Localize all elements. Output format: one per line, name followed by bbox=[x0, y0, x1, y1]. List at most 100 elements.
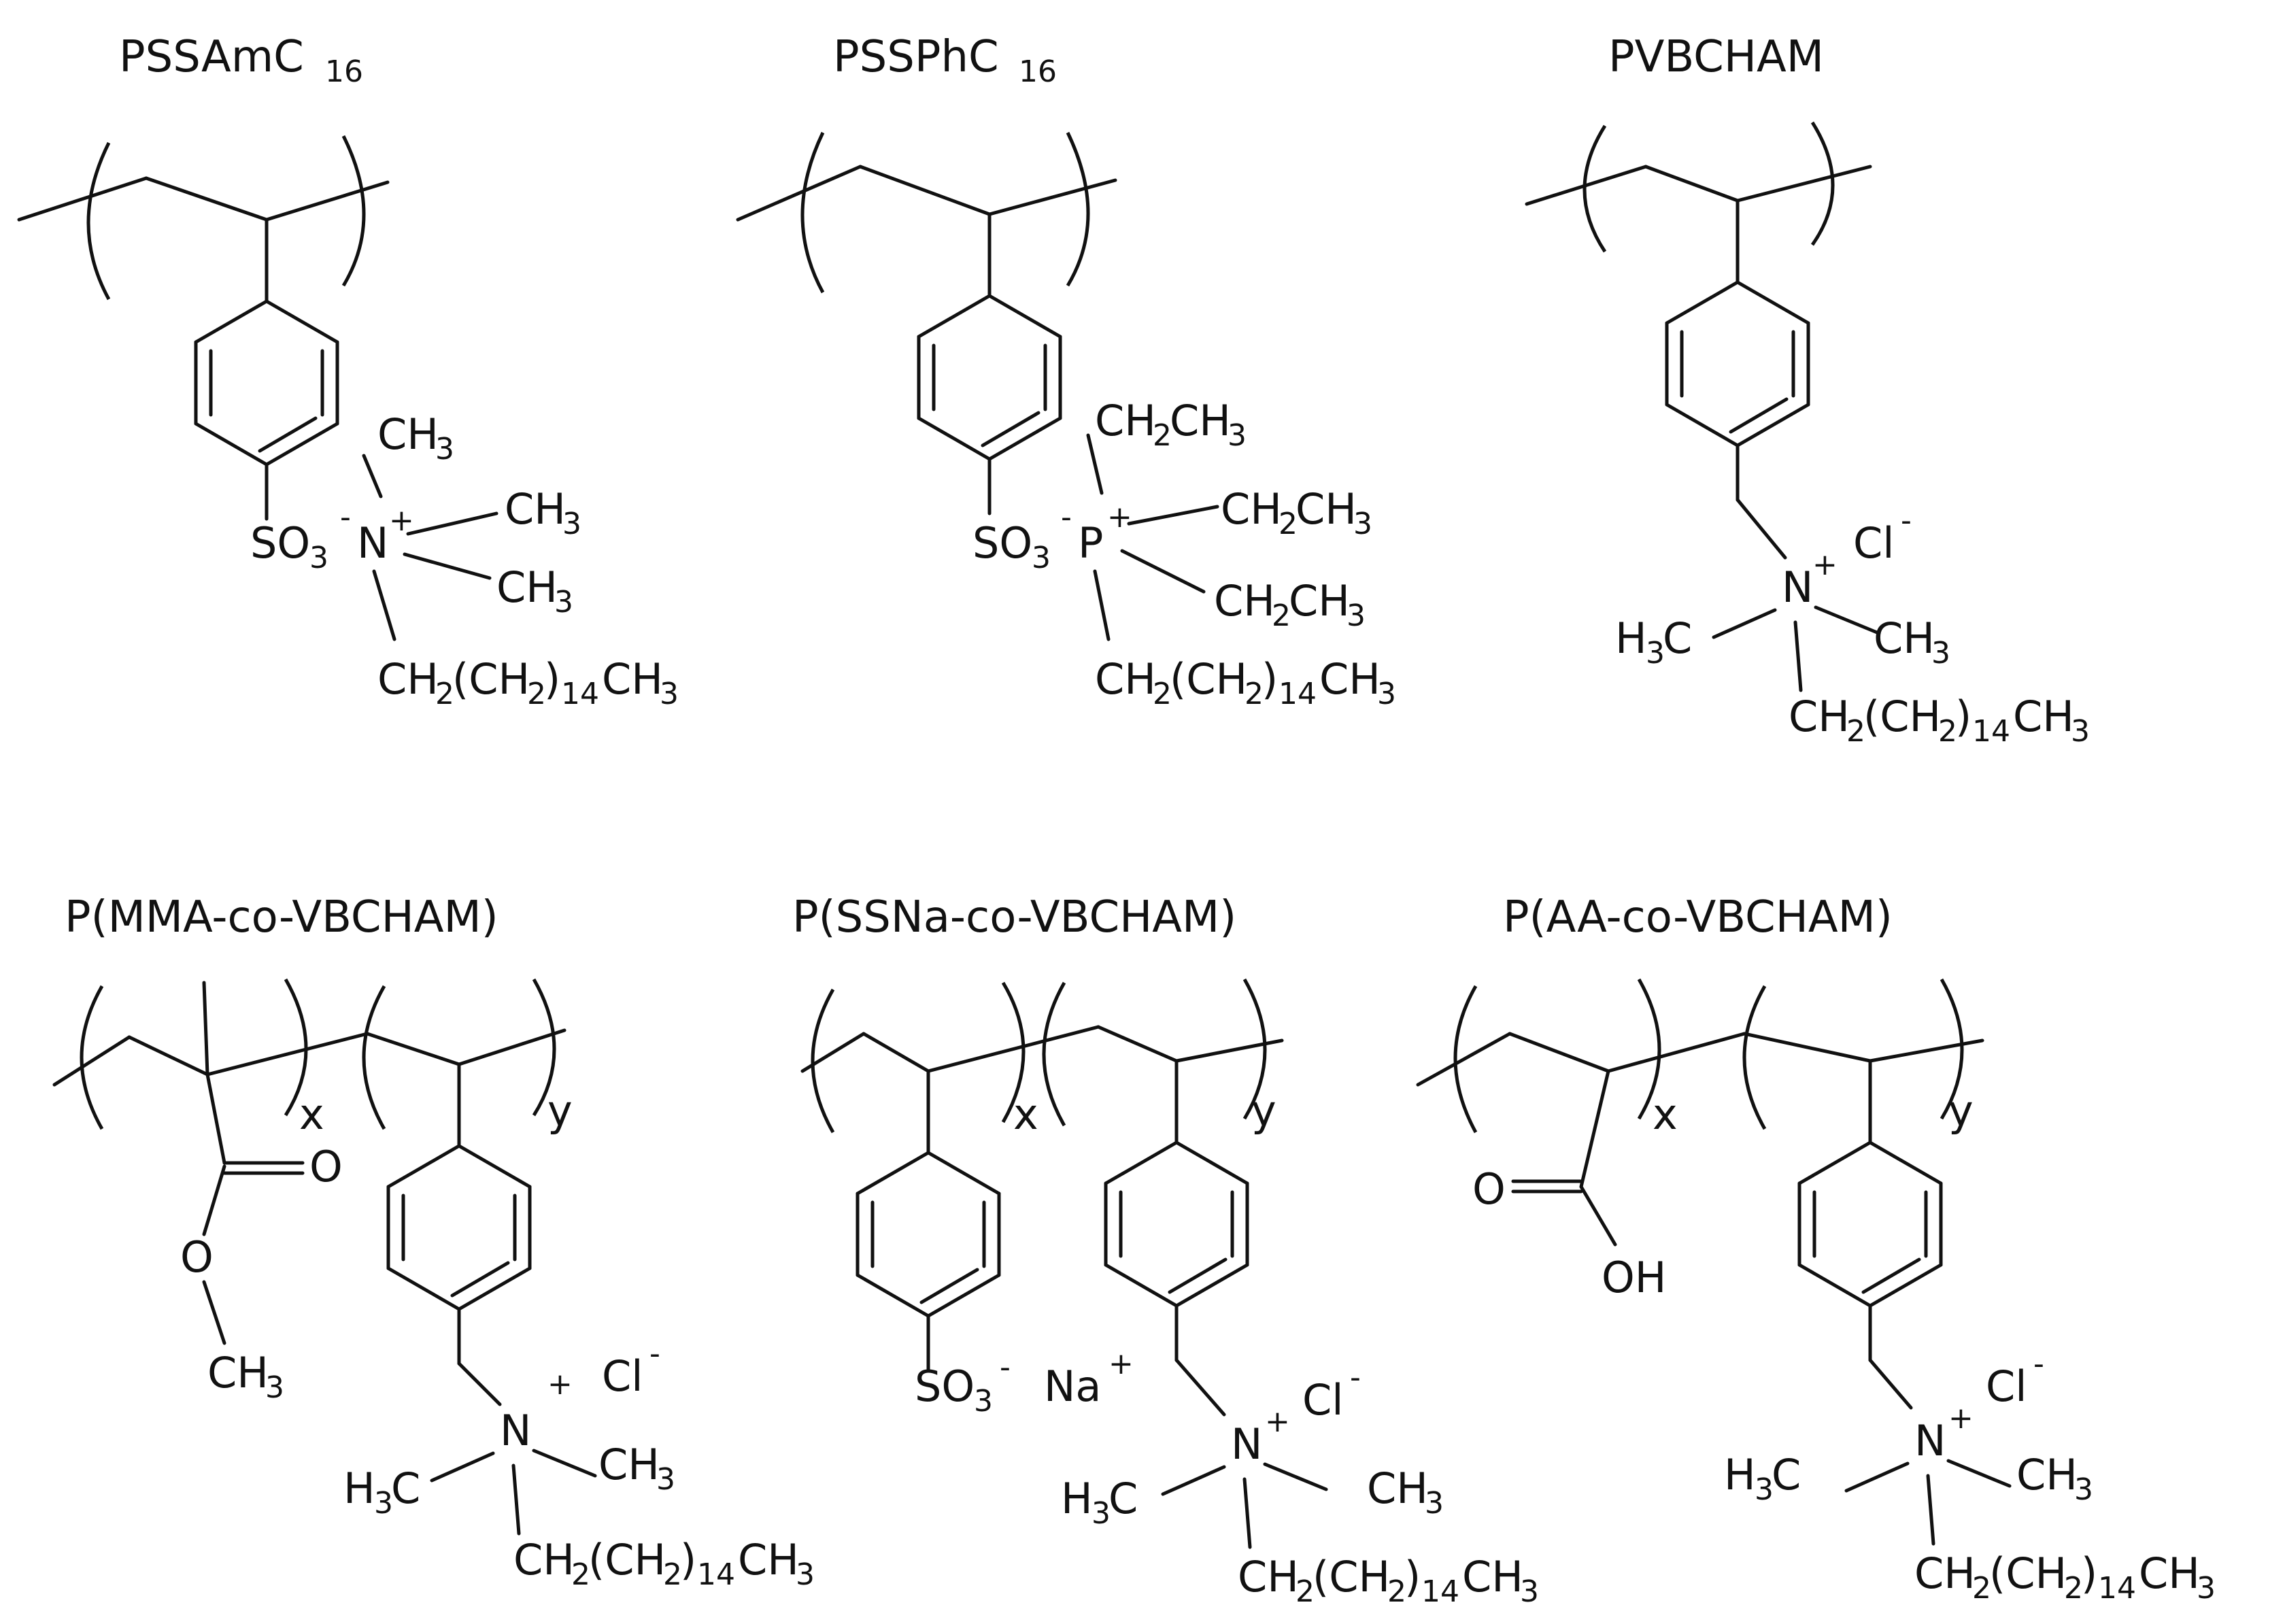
svg-text:): ) bbox=[1404, 1552, 1421, 1602]
subscript-x: x bbox=[1013, 1089, 1038, 1139]
svg-text:): ) bbox=[680, 1535, 696, 1585]
svg-text:(CH: (CH bbox=[588, 1535, 666, 1585]
svg-text:CH: CH bbox=[1914, 1549, 1976, 1598]
svg-text:2: 2 bbox=[527, 677, 546, 711]
svg-text:(CH: (CH bbox=[1170, 654, 1247, 704]
backbone-bond bbox=[265, 180, 390, 222]
svg-text:3: 3 bbox=[1755, 1472, 1774, 1507]
title-p-mma-co-vbcham: P(MMA-co-VBCHAM) bbox=[65, 892, 498, 943]
svg-text:-: - bbox=[340, 500, 351, 535]
svg-text:CH: CH bbox=[1367, 1464, 1428, 1513]
benzene-ring bbox=[1106, 1061, 1247, 1360]
structure-pssamc16: PSSAmC 16 SO 3 - N + CH 3 CH 3 CH 3 CH 2… bbox=[17, 32, 679, 711]
svg-text:OH: OH bbox=[1602, 1253, 1666, 1302]
repeat-bracket-left bbox=[1453, 985, 1478, 1134]
svg-text:3: 3 bbox=[435, 432, 454, 467]
subscript-x: x bbox=[1653, 1089, 1678, 1139]
label-so3: SO bbox=[972, 518, 1032, 568]
label-so3: SO bbox=[915, 1361, 975, 1411]
svg-text:3: 3 bbox=[1377, 677, 1396, 711]
svg-text:+: + bbox=[547, 1367, 573, 1402]
repeat-bracket-left bbox=[80, 985, 104, 1130]
repeat-bracket-right bbox=[1066, 131, 1090, 287]
subscript-y: y bbox=[547, 1086, 573, 1136]
repeat-bracket-left bbox=[1742, 985, 1767, 1130]
label-chloride: Cl bbox=[602, 1351, 643, 1401]
svg-text:CH: CH bbox=[1789, 692, 1850, 741]
svg-text:): ) bbox=[544, 654, 560, 704]
svg-text:(CH: (CH bbox=[1989, 1549, 2067, 1598]
svg-text:3: 3 bbox=[656, 1462, 675, 1497]
benzene-ring bbox=[1799, 1061, 1941, 1360]
svg-text:CH: CH bbox=[1319, 654, 1381, 704]
label-n-plus: N bbox=[357, 518, 388, 568]
svg-text:CH: CH bbox=[1095, 396, 1156, 445]
svg-text:CH: CH bbox=[513, 1535, 575, 1585]
title-pssphc16: PSSPhC bbox=[833, 32, 999, 82]
label-p-plus: P bbox=[1078, 518, 1103, 568]
svg-text:+: + bbox=[1265, 1404, 1290, 1439]
svg-text:H: H bbox=[1061, 1474, 1093, 1523]
title-p-ssna-co-vbcham: P(SSNa-co-VBCHAM) bbox=[792, 892, 1236, 943]
svg-text:3: 3 bbox=[1520, 1574, 1539, 1609]
repeat-bracket-right bbox=[1810, 121, 1835, 246]
repeat-bracket-left bbox=[1582, 124, 1607, 253]
svg-text:14: 14 bbox=[1279, 677, 1317, 711]
svg-text:3: 3 bbox=[309, 541, 328, 575]
svg-text:2: 2 bbox=[1272, 598, 1291, 633]
repeat-bracket-right bbox=[1940, 978, 1964, 1120]
svg-text:14: 14 bbox=[561, 677, 599, 711]
svg-text:14: 14 bbox=[1972, 714, 2010, 749]
svg-text:3: 3 bbox=[2197, 1571, 2216, 1606]
svg-text:-: - bbox=[1350, 1360, 1361, 1395]
svg-text:(CH: (CH bbox=[1863, 692, 1941, 741]
subscript-y: y bbox=[1251, 1086, 1276, 1136]
svg-text:C: C bbox=[1772, 1450, 1801, 1500]
structure-pvbcham: PVBCHAM N + Cl - H 3 C CH 3 CH 2 (CH 2 )… bbox=[1525, 32, 2090, 749]
label-chloride: Cl bbox=[1986, 1361, 2027, 1411]
svg-text:3: 3 bbox=[2071, 714, 2090, 749]
svg-text:CH: CH bbox=[738, 1535, 799, 1585]
benzene-ring bbox=[196, 220, 337, 519]
svg-text:(CH: (CH bbox=[1313, 1552, 1390, 1602]
subscript-y: y bbox=[1948, 1086, 1974, 1136]
svg-text:C: C bbox=[1663, 613, 1692, 663]
svg-text:3: 3 bbox=[1228, 418, 1247, 453]
repeat-bracket-left bbox=[86, 141, 111, 301]
title-pvbcham: PVBCHAM bbox=[1608, 32, 1824, 82]
label-chloride: Cl bbox=[1302, 1375, 1344, 1425]
label-sodium: Na bbox=[1044, 1361, 1101, 1411]
repeat-bracket-left bbox=[811, 988, 835, 1134]
svg-text:): ) bbox=[2081, 1549, 2097, 1598]
structure-p-aa-co-vbcham: P(AA-co-VBCHAM) x y O OH N + Cl - H 3 C … bbox=[1416, 892, 2216, 1606]
repeat-bracket-right bbox=[284, 978, 308, 1117]
svg-text:CH: CH bbox=[1221, 484, 1282, 534]
svg-text:): ) bbox=[1262, 654, 1278, 704]
svg-text:-: - bbox=[1000, 1350, 1011, 1385]
subscript-x: x bbox=[299, 1089, 324, 1139]
svg-text:3: 3 bbox=[374, 1486, 393, 1521]
svg-text:-: - bbox=[1901, 503, 1912, 538]
svg-text:CH: CH bbox=[2139, 1549, 2200, 1598]
benzene-ring bbox=[1667, 201, 1808, 500]
svg-text:2: 2 bbox=[663, 1557, 682, 1592]
alkyl-chain-label: CH bbox=[377, 654, 439, 704]
svg-text:CH: CH bbox=[505, 484, 566, 534]
label-so3: SO bbox=[250, 518, 310, 568]
svg-text:3: 3 bbox=[974, 1384, 993, 1419]
title-p-aa-co-vbcham: P(AA-co-VBCHAM) bbox=[1503, 892, 1893, 943]
repeat-bracket-left bbox=[1042, 981, 1066, 1127]
svg-text:3: 3 bbox=[796, 1557, 815, 1592]
title-pssamc16: PSSAmC bbox=[119, 32, 304, 82]
svg-text:CH: CH bbox=[1095, 654, 1156, 704]
repeat-bracket-right bbox=[1242, 978, 1267, 1120]
svg-text:CH: CH bbox=[1296, 484, 1357, 534]
svg-text:CH: CH bbox=[1289, 576, 1350, 626]
svg-text:3: 3 bbox=[554, 585, 573, 620]
svg-text:H: H bbox=[343, 1464, 375, 1513]
svg-text:2: 2 bbox=[1387, 1574, 1406, 1609]
svg-text:CH: CH bbox=[1462, 1552, 1523, 1602]
svg-text:CH: CH bbox=[598, 1440, 660, 1489]
svg-text:CH: CH bbox=[1874, 613, 1935, 663]
